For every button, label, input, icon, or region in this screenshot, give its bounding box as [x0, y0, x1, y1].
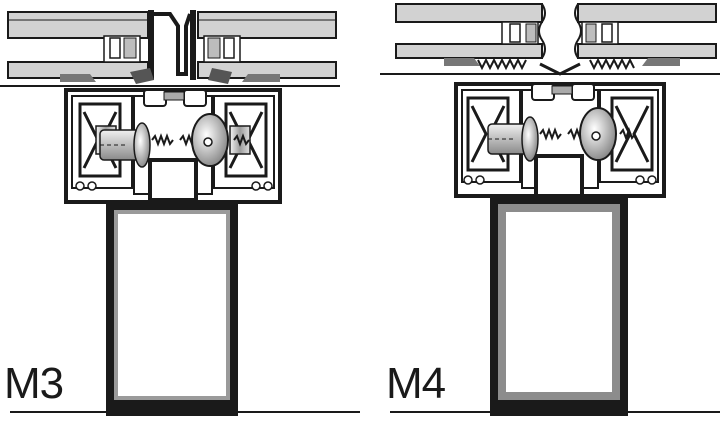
glazing-left-m4: [395, 3, 543, 59]
glazing-right-m4: [577, 3, 717, 59]
panel-m4: [380, 3, 720, 416]
glazing-left-m3: [7, 10, 154, 80]
panel-m3: [0, 10, 360, 416]
glazing-right-m3: [190, 10, 337, 80]
panel-label-m3: M3: [4, 359, 64, 408]
mullion-m3: [106, 202, 238, 416]
panel-label-m4: M4: [386, 359, 446, 408]
frame-m3: [64, 88, 282, 204]
mullion-m4: [490, 196, 628, 416]
frame-m4: [454, 82, 666, 198]
